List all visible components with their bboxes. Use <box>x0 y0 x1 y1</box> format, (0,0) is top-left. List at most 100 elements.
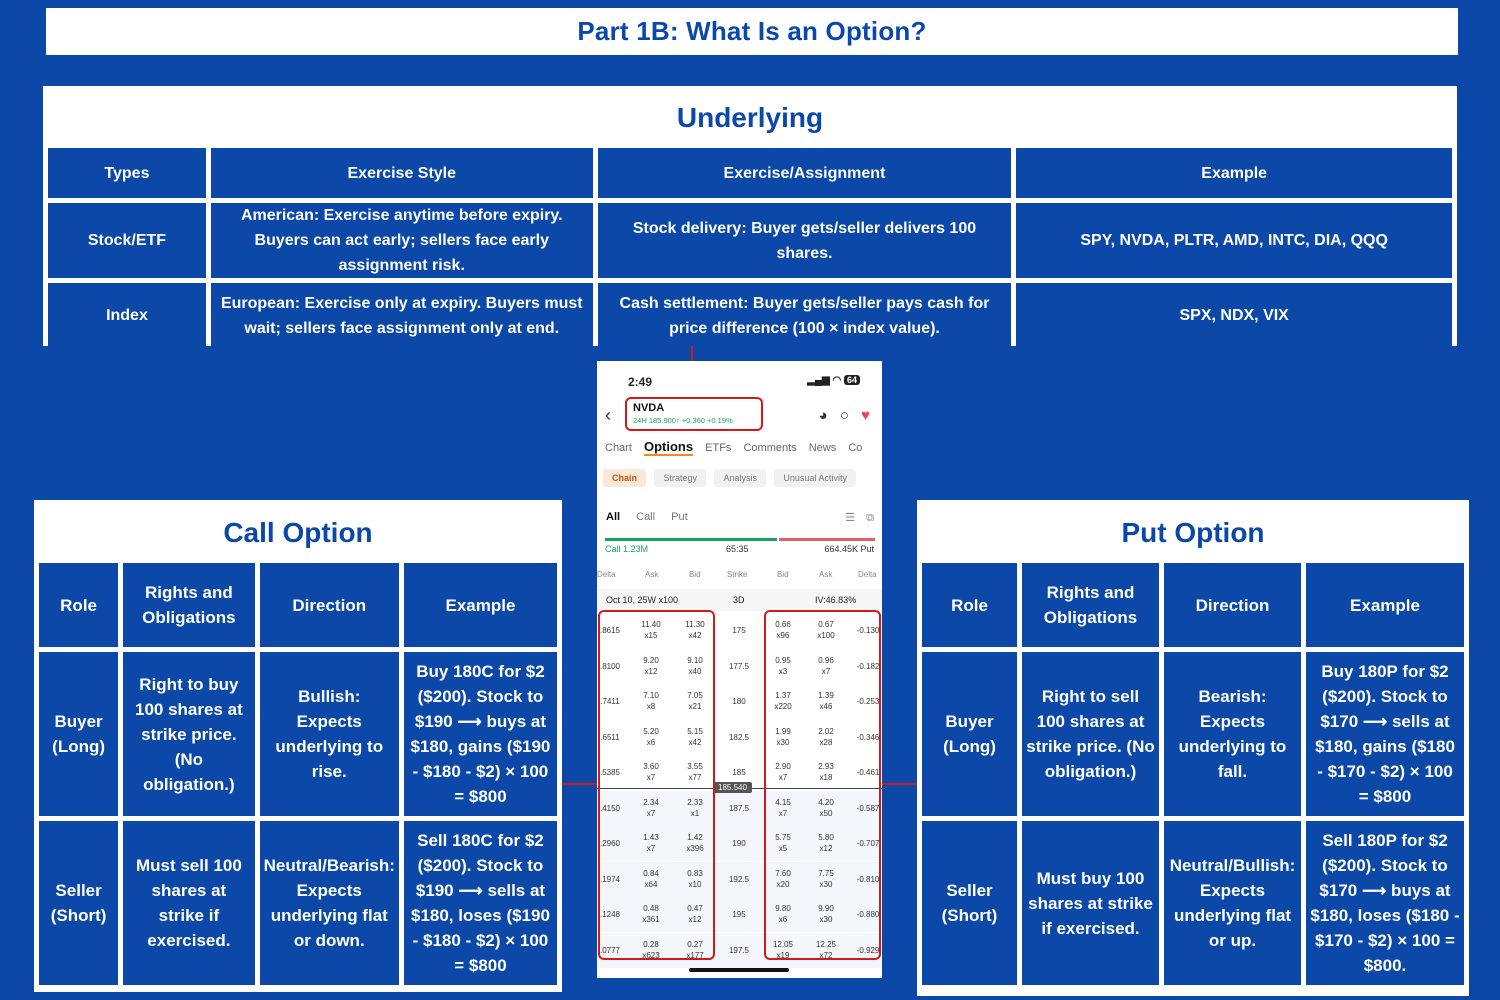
chain-value: 0.28 <box>643 939 659 949</box>
chain-size: x7 <box>646 773 656 782</box>
call-highlight-box <box>598 610 715 960</box>
table-cell: Seller (Short) <box>39 821 119 985</box>
table-cell: Index <box>48 283 206 348</box>
table-header: Exercise Style <box>210 148 593 198</box>
filter-call[interactable]: Call <box>636 511 656 523</box>
chain-value: -0.461 <box>856 768 880 777</box>
put-volume-bar <box>779 538 875 541</box>
chain-size: x7 <box>778 773 788 782</box>
subtab-analysis[interactable]: Analysis <box>714 469 766 487</box>
table-header: Rights and Obligations <box>1022 563 1159 647</box>
table-header: Direction <box>259 563 399 647</box>
chain-value: 5.80 <box>818 833 834 842</box>
table-cell: Buyer (Long) <box>922 652 1017 816</box>
signal-icon: ▂▄▆ <box>807 375 830 386</box>
expiry-row[interactable]: Oct 10, 25W x100 3D IV:46.83% <box>597 589 882 611</box>
tab-etfs[interactable]: ETFs <box>705 442 732 454</box>
chain-cell-c-delta: .1974 <box>597 874 623 885</box>
chain-value: 7.10 <box>643 691 659 700</box>
chain-value: 4.15 <box>775 797 791 807</box>
tab-news[interactable]: News <box>808 442 837 454</box>
chain-size: x21 <box>688 702 702 711</box>
chain-size: x28 <box>819 737 833 747</box>
chain-value: -0.130 <box>856 626 880 635</box>
chain-value: 1.43 <box>643 833 659 842</box>
chain-value: 177.5 <box>728 661 750 671</box>
chain-value: .7411 <box>600 697 620 706</box>
chain-cell-strike: 192.5 <box>723 874 755 885</box>
chain-cell-p-delta: -0.461 <box>853 767 882 778</box>
subtab-unusual-activity[interactable]: Unusual Activity <box>774 469 856 487</box>
filter-all[interactable]: All <box>606 511 621 523</box>
call-option-table: Role Rights and Obligations Direction Ex… <box>34 558 562 990</box>
table-cell: Sell 180C for $2 ($200). Stock to $190 ⟶… <box>403 821 557 985</box>
ticker-header[interactable]: NVDA 24H 185.900↑ +0.360 +0.19% <box>625 397 763 431</box>
tab-more[interactable]: Co <box>848 442 863 454</box>
chain-cell-c-delta: .6511 <box>597 732 623 743</box>
chain-size: x8 <box>646 702 656 711</box>
chain-value: 9.10 <box>687 655 703 665</box>
back-icon[interactable]: ‹ <box>605 405 611 425</box>
col-header-strike: Strike <box>727 570 748 579</box>
underlying-panel: Underlying Types Exercise Style Exercise… <box>43 86 1457 348</box>
chain-size: x623 <box>642 950 660 960</box>
chain-size: x396 <box>686 844 704 853</box>
chain-size: x40 <box>688 666 702 676</box>
chain-cell-strike: 182.5 <box>723 732 755 743</box>
chain-size: x30 <box>776 737 790 747</box>
chain-value: 2.02 <box>818 726 834 736</box>
tab-chart[interactable]: Chart <box>605 442 632 454</box>
chain-size: x220 <box>774 702 792 711</box>
robot-icon[interactable]: ◕ <box>818 407 828 424</box>
filter-put[interactable]: Put <box>671 511 688 523</box>
chain-cell-p-delta: -0.587 <box>853 803 882 814</box>
put-volume: 664.45K Put <box>824 544 874 554</box>
chain-value: 180 <box>732 697 746 706</box>
status-icons: ▂▄▆ ◠ 64 <box>807 375 860 386</box>
subtab-chain[interactable]: Chain <box>603 469 647 487</box>
chain-size: x7 <box>821 666 831 676</box>
chain-cell-strike: 185 <box>723 767 755 778</box>
table-header: Rights and Obligations <box>123 563 255 647</box>
chain-cell-p-delta: -0.182 <box>853 661 882 672</box>
current-price-badge: 185.540 <box>713 782 752 793</box>
wifi-icon: ◠ <box>832 375 842 386</box>
settings-icon[interactable]: ☰ <box>845 512 856 524</box>
chain-cell-p-delta: -0.346 <box>853 732 882 743</box>
table-cell: Buy 180C for $2 ($200). Stock to $190 ⟶ … <box>403 652 557 816</box>
tab-comments[interactable]: Comments <box>743 442 797 454</box>
put-highlight-box <box>764 610 881 960</box>
share-icon[interactable]: ⧉ <box>866 512 874 524</box>
col-header-put-delta: Delta <box>858 570 877 579</box>
heart-icon[interactable]: ♥ <box>861 407 870 424</box>
chain-value: -0.587 <box>856 803 880 813</box>
table-cell: Must sell 100 shares at strike if exerci… <box>123 821 255 985</box>
chain-cell-c-delta: .7411 <box>597 696 623 707</box>
chain-size: x3 <box>778 666 788 676</box>
search-icon[interactable]: ○ <box>839 407 849 424</box>
chain-value: 9.80 <box>775 904 791 913</box>
subtab-strategy[interactable]: Strategy <box>654 469 706 487</box>
tab-options[interactable]: Options <box>643 439 694 456</box>
chain-value: 187.5 <box>728 803 750 813</box>
col-header-call-ask: Ask <box>645 570 659 579</box>
status-time: 2:49 <box>628 375 653 389</box>
call-volume: Call 1.23M <box>605 544 649 554</box>
chain-value: 11.30 <box>685 620 705 629</box>
